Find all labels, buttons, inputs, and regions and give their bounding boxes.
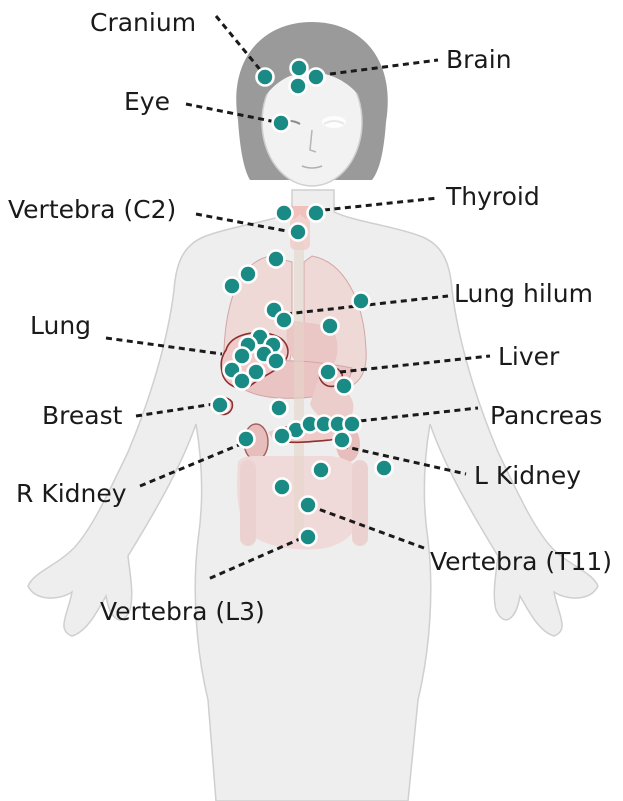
label-breast: Breast [42, 401, 123, 430]
marker-eye [273, 115, 290, 132]
label-pancreas: Pancreas [490, 401, 602, 430]
marker-intestine [274, 479, 291, 496]
marker-pancreas [344, 416, 361, 433]
marker-cranium [257, 69, 274, 86]
marker-r-kidney [238, 431, 255, 448]
marker-lung [353, 293, 370, 310]
marker-lung [268, 353, 285, 370]
marker-brain [308, 69, 325, 86]
marker-brain [290, 78, 307, 95]
marker-lung [322, 318, 339, 335]
label-vertebra-t11: Vertebra (T11) [430, 547, 612, 576]
marker-liver [336, 378, 353, 395]
marker-vertebra-c2 [290, 224, 307, 241]
colon-left [240, 460, 256, 546]
colon-right [352, 460, 368, 546]
marker-pancreas [274, 428, 291, 445]
marker-brain [291, 60, 308, 77]
label-vertebra-l3: Vertebra (L3) [100, 597, 265, 626]
marker-liver [271, 400, 288, 417]
spine [294, 240, 304, 540]
marker-liver [320, 364, 337, 381]
leader-thyroid [324, 198, 438, 210]
marker-thyroid [308, 205, 325, 222]
marker-intestine [313, 462, 330, 479]
marker-lung-hilum [276, 312, 293, 329]
marker-thyroid [276, 205, 293, 222]
label-vertebra-c2: Vertebra (C2) [8, 195, 176, 224]
label-r-kidney: R Kidney [16, 479, 127, 508]
marker-l-kidney [334, 432, 351, 449]
label-l-kidney: L Kidney [474, 461, 581, 490]
marker-lung [240, 266, 257, 283]
label-liver: Liver [498, 342, 560, 371]
marker-lung [268, 251, 285, 268]
label-eye: Eye [124, 87, 170, 116]
label-cranium: Cranium [90, 8, 196, 37]
marker-vertebra-l3 [300, 529, 317, 546]
marker-lung [224, 278, 241, 295]
marker-breast [212, 397, 229, 414]
label-lung: Lung [30, 311, 91, 340]
marker-lung [234, 373, 251, 390]
label-thyroid: Thyroid [445, 182, 540, 211]
label-brain: Brain [446, 45, 512, 74]
marker-l-kidney [376, 460, 393, 477]
right-eye-white [322, 116, 346, 128]
marker-vertebra-t11 [300, 497, 317, 514]
label-lung-hilum: Lung hilum [454, 279, 593, 308]
